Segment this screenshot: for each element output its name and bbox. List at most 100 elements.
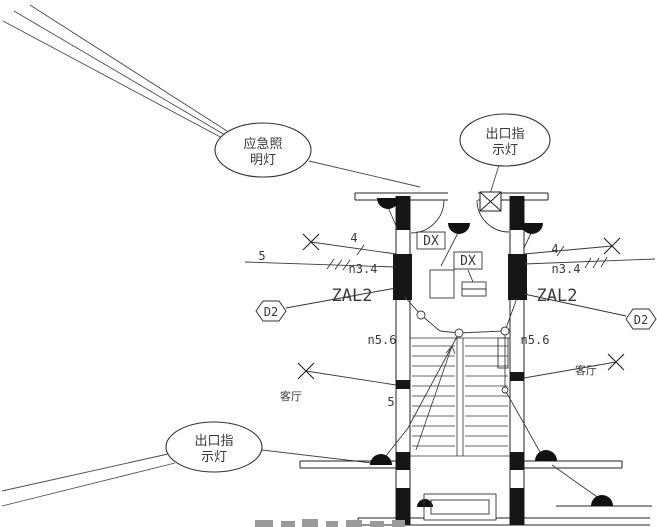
- stair-rails: [456, 338, 464, 456]
- cropped-glyph: [302, 519, 318, 527]
- callout-bubble: [459, 113, 551, 167]
- callout-leader: [1, 453, 169, 492]
- wire: [551, 464, 601, 500]
- door-arc: [410, 199, 445, 234]
- wall-fill: [510, 452, 524, 470]
- wall-fill: [396, 488, 410, 525]
- wall-fill: [396, 196, 410, 230]
- staircase: [410, 337, 510, 457]
- junction-node: [416, 310, 426, 320]
- callout-text: 出口指: [194, 434, 233, 449]
- callout-text: 示灯: [492, 143, 518, 158]
- stair-treads-left: [412, 345, 455, 447]
- callout-text: 明灯: [250, 153, 276, 168]
- stair-direction-line: [415, 345, 453, 451]
- wire-count-ticks: [556, 245, 565, 257]
- wire: [523, 361, 617, 379]
- shaft-box: [429, 269, 455, 299]
- callout-leader: [308, 160, 421, 188]
- wire: [310, 241, 397, 255]
- cropped-glyph: [326, 521, 338, 527]
- wire: [439, 297, 518, 334]
- wire: [381, 332, 460, 462]
- wall-line: [357, 517, 650, 526]
- callout-leaders: [1, 4, 500, 507]
- cropped-title-fragments: [255, 519, 405, 527]
- junction-node: [454, 328, 464, 338]
- switch-x-icon: [607, 353, 625, 371]
- ceiling-lamp-icon: [377, 198, 399, 209]
- callout-exit-light-top: 出口指 示灯: [459, 113, 551, 167]
- switch-x-icon: [297, 362, 315, 380]
- callout-bubble: [165, 421, 263, 473]
- distribution-box-left: [393, 254, 412, 300]
- plan-labels: DX DX ZAL2 ZAL2 D2 D2 n3.4 n3.4 n5.6 n5.…: [258, 231, 648, 409]
- junction-nodes: [416, 310, 510, 394]
- door-arc: [476, 199, 510, 233]
- stair-edges: [410, 337, 510, 457]
- wire: [387, 206, 398, 229]
- wire-count-ticks: [584, 256, 608, 269]
- wire: [523, 258, 656, 265]
- junction-node: [500, 326, 510, 336]
- wall-fill: [510, 488, 524, 525]
- callout-bubble: [214, 122, 312, 178]
- wire-count-ticks: [356, 244, 365, 256]
- cropped-glyph: [392, 520, 405, 527]
- callout-exit-light-bottom: 出口指 示灯: [165, 421, 263, 473]
- wall-line: [524, 460, 623, 469]
- balcony-outer: [423, 493, 497, 521]
- exit-sign-icon: [479, 191, 502, 212]
- wall-fills: [393, 196, 527, 525]
- wire-count-label: 4: [350, 231, 357, 245]
- wire-count-label: 4: [551, 242, 558, 256]
- callout-leader: [2, 20, 225, 140]
- dx-tag-box: [416, 231, 446, 250]
- hex-label: D2: [264, 305, 278, 319]
- junction-node: [501, 386, 509, 394]
- room-label: 客厅: [575, 363, 597, 377]
- panel-label: ZAL2: [537, 286, 578, 306]
- callout-text: 出口指: [485, 127, 524, 142]
- wall-fill: [396, 380, 410, 389]
- hexagon-leader: [285, 287, 397, 309]
- hexagon-tags: [255, 287, 657, 330]
- ceiling-lamp-icon: [448, 223, 470, 234]
- wall-fill: [396, 452, 410, 470]
- dx-tag-box: [453, 251, 483, 270]
- ceiling-lamp-icon: [370, 454, 392, 465]
- circuit-label: n3.4: [552, 262, 581, 276]
- distribution-box-right: [508, 254, 527, 300]
- wire: [244, 261, 397, 268]
- ceiling-lamp-icon: [591, 495, 613, 506]
- wire: [440, 230, 460, 267]
- callout-leader: [29, 4, 228, 132]
- hexagon-leader: [523, 293, 627, 317]
- wire-count-ticks: [326, 258, 351, 271]
- dx-label: DX: [423, 234, 439, 249]
- stair-treads-right: [465, 345, 508, 447]
- switch-x-icon: [302, 233, 320, 251]
- fixtures: [255, 191, 657, 521]
- wire: [467, 269, 474, 283]
- cropped-glyph: [370, 521, 384, 527]
- wire-count-label: 5: [387, 395, 394, 409]
- wire-count-label: 5: [258, 249, 265, 263]
- callout-leader: [13, 10, 226, 136]
- circuit-label: n5.6: [368, 333, 397, 347]
- switch-x-icons: [297, 233, 625, 380]
- wire: [523, 245, 613, 255]
- wire: [305, 370, 397, 386]
- ceiling-lamp-icon: [417, 499, 433, 507]
- hex-label: D2: [634, 313, 648, 327]
- ceiling-lamp-icon: [535, 450, 557, 461]
- ceiling-lamp-icon: [521, 223, 543, 234]
- callout-leader: [489, 164, 500, 195]
- callout-emergency-light: 应急照 明灯: [214, 122, 312, 178]
- circuit-label: n3.4: [349, 262, 378, 276]
- callout-text: 示灯: [201, 450, 227, 465]
- circuit-label: n5.6: [521, 333, 550, 347]
- doors: [410, 199, 510, 234]
